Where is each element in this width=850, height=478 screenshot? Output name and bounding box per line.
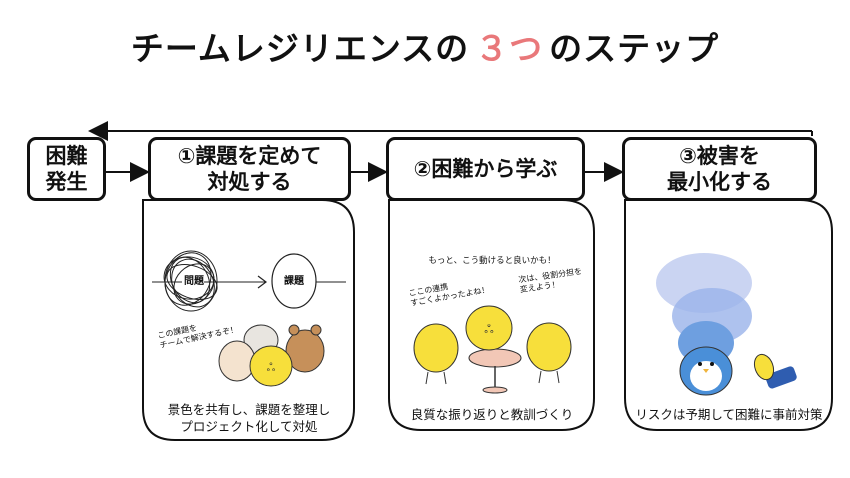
step-1-box: ①課題を定めて対処する — [148, 137, 351, 201]
tangle-label: 問題 — [184, 276, 204, 287]
tangle-illustration — [163, 250, 218, 312]
step-3-box: ③被害を最小化する — [622, 137, 817, 201]
panel-1-caption: 景色を共有し、課題を整理し プロジェクト化して対処 — [143, 401, 355, 435]
panel-1-caption-line2: プロジェクト化して対処 — [180, 419, 318, 434]
title-before: チームレジリエンスの — [130, 29, 470, 68]
title-after: のステップ — [549, 29, 720, 68]
circle-label: 課題 — [284, 276, 304, 287]
shield-birds-illustration — [656, 253, 797, 396]
tangle-arrowhead — [257, 275, 267, 289]
panel-1-caption-line1: 景色を共有し、課題を整理し — [167, 402, 331, 417]
chicks-illustration: ஃ — [413, 305, 572, 394]
step-2-line1: ②困難から学ぶ — [413, 157, 558, 181]
step-2-box: ②困難から学ぶ — [386, 137, 585, 201]
step-start-line2: 発生 — [45, 170, 88, 194]
step-start-box: 困難発生 — [27, 137, 106, 201]
step-1-line2: 対処する — [207, 170, 292, 194]
team-characters: ஃ — [218, 324, 325, 387]
circle-label-bg — [283, 275, 305, 288]
panel-2-top-text: もっと、こう動けると良いかも！ — [428, 256, 556, 266]
svg-text:ஃ: ஃ — [267, 361, 276, 374]
step-start-line1: 困難 — [45, 144, 88, 168]
svg-text:ஃ: ஃ — [484, 322, 494, 336]
step-1-line1: ①課題を定めて — [177, 144, 322, 168]
tangle-label-bg — [182, 276, 204, 288]
title-highlight: ３つ — [475, 29, 544, 68]
step-3-line2: 最小化する — [667, 170, 772, 194]
step-3-line1: ③被害を — [679, 144, 760, 168]
panel-2-caption: 良質な振り返りと教訓づくり — [410, 407, 574, 422]
panel-3-caption: リスクは予期して困難に事前対策 — [635, 407, 823, 422]
